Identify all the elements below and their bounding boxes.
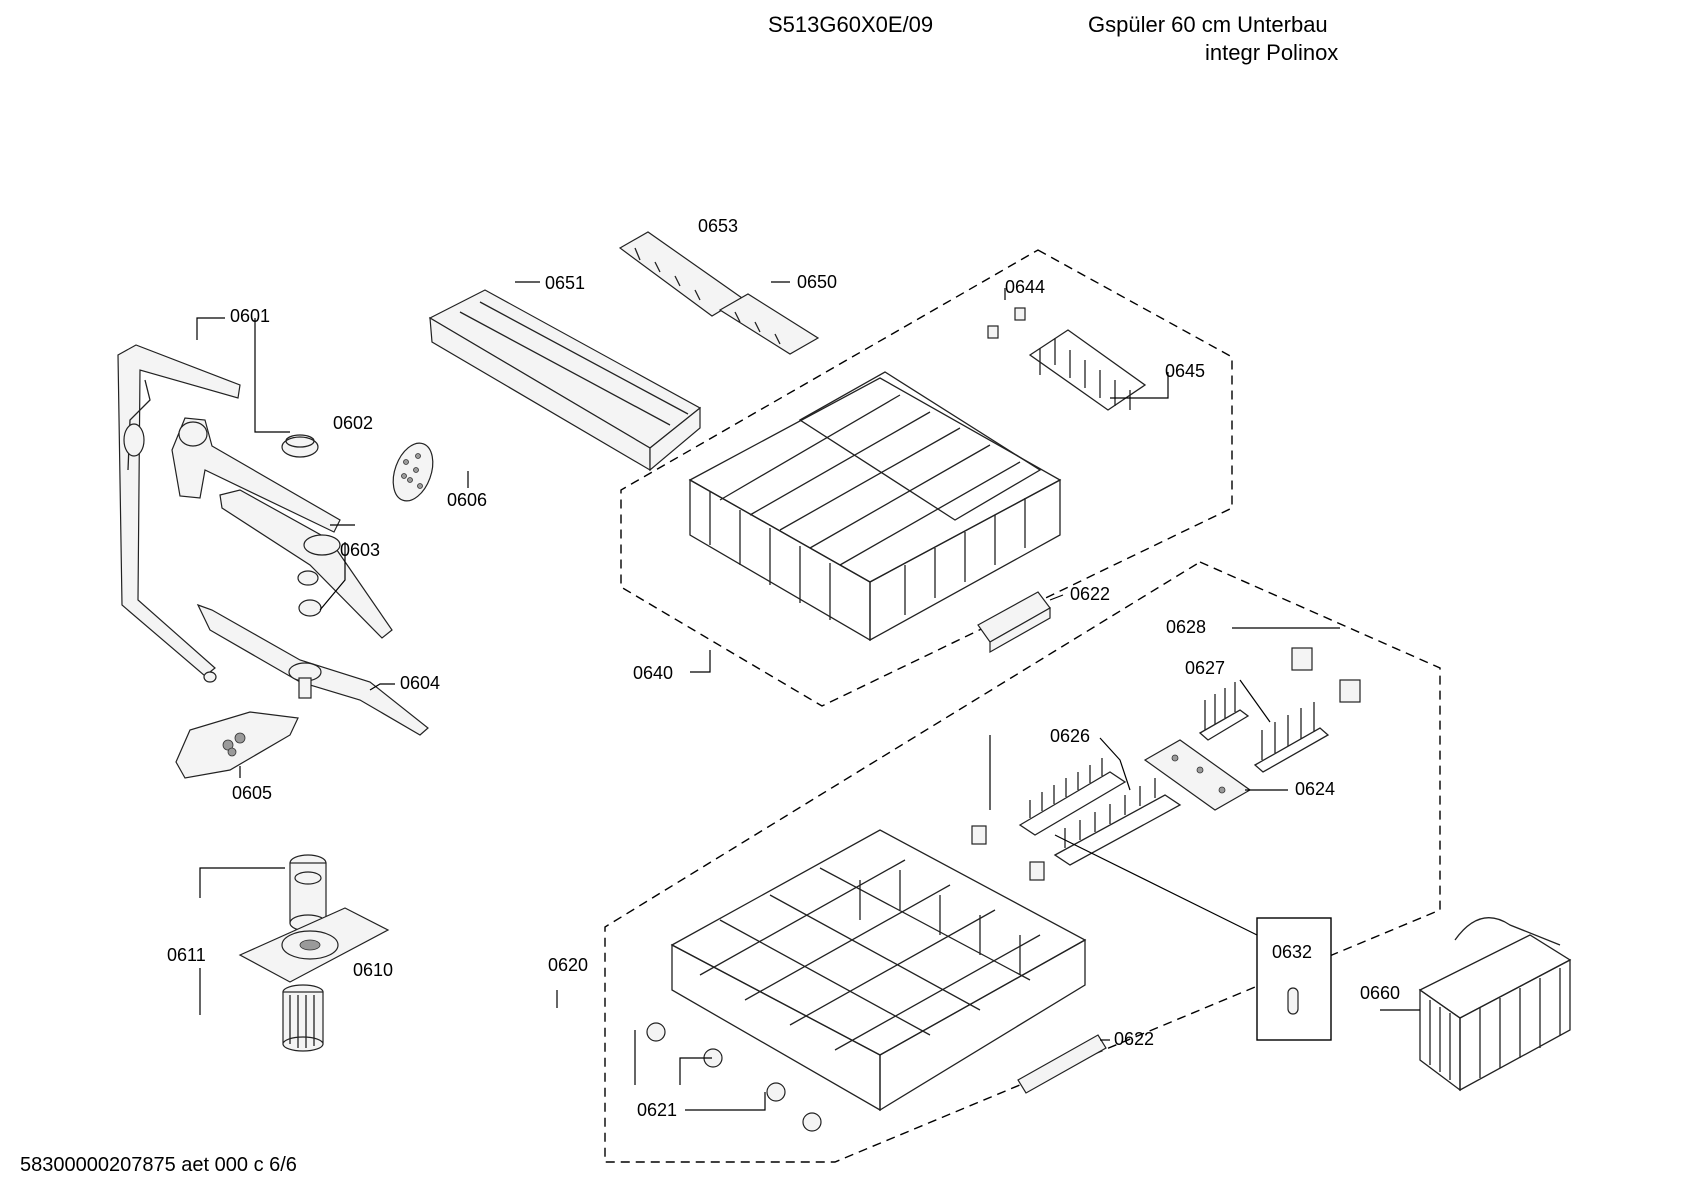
leader-0626	[1099, 737, 1131, 791]
filter-plate-0610	[238, 907, 390, 983]
leader-0627	[1239, 679, 1271, 723]
label-0644: 0644	[1005, 277, 1046, 297]
label-0610: 0610	[353, 960, 394, 980]
label-0601: 0601	[230, 306, 271, 326]
leader-0622-upper	[1049, 594, 1064, 601]
label-0626: 0626	[1050, 726, 1091, 746]
label-0624: 0624	[1295, 779, 1336, 799]
label-0602: 0602	[333, 413, 374, 433]
cup-rack-0645	[1028, 329, 1147, 411]
document-code: 58300000207875 aet 000 c 6/6	[20, 1154, 297, 1176]
label-0622-upper: 0622	[1070, 584, 1111, 604]
leader-0601b	[254, 318, 290, 433]
upper-spray-arm-0603	[219, 489, 393, 639]
nut-0602	[281, 434, 319, 458]
leader-0601	[196, 317, 225, 340]
handle-0622-upper	[977, 591, 1051, 654]
spray-arm-supply-pipe	[117, 344, 241, 683]
lower-basket-0620	[670, 829, 1087, 1112]
label-0651: 0651	[545, 273, 586, 293]
rack-insert-0650	[718, 293, 820, 355]
leader-0603	[319, 542, 346, 611]
upper-spray-arm-bracket	[171, 417, 341, 533]
lower-spray-arm-0604	[196, 603, 429, 736]
label-0620: 0620	[548, 955, 589, 975]
label-0645: 0645	[1165, 361, 1206, 381]
label-0611: 0611	[167, 945, 206, 965]
model-number: S513G60X0E/09	[768, 12, 934, 37]
label-0653: 0653	[698, 216, 739, 236]
cover-0605	[175, 711, 299, 779]
detail-box-0632	[1256, 917, 1332, 1041]
label-0650: 0650	[797, 272, 838, 292]
label-0621: 0621	[637, 1100, 678, 1120]
leader-0604	[369, 683, 395, 691]
label-0628: 0628	[1166, 617, 1207, 637]
leader-0621b	[679, 1057, 712, 1085]
description-line-1: Gspüler 60 cm Unterbau	[1088, 12, 1328, 37]
filter-disc-0606	[392, 442, 434, 502]
leader-0632	[1054, 834, 1258, 936]
clips-0625	[971, 825, 1045, 881]
cutlery-basket-0660	[1418, 917, 1572, 1092]
leader-0621c	[685, 1092, 766, 1111]
label-0603: 0603	[340, 540, 381, 560]
label-0627: 0627	[1185, 658, 1226, 678]
leader-0640	[690, 650, 711, 673]
handle-0622-lower	[1017, 1034, 1107, 1094]
upper-basket-group-outline	[620, 249, 1233, 707]
rail-clips-0644	[987, 307, 1026, 339]
label-0622-lower: 0622	[1114, 1029, 1155, 1049]
filter-cylinder-0611	[289, 854, 327, 932]
rack-insert-0653	[618, 231, 744, 317]
label-0606: 0606	[447, 490, 488, 510]
cutlery-drawer-0651	[428, 289, 702, 472]
description-line-2: integr Polinox	[1205, 40, 1339, 65]
folding-rack-0627	[1198, 682, 1330, 773]
label-0605: 0605	[232, 783, 273, 803]
holders-0628	[1291, 647, 1361, 703]
leader-0611	[199, 867, 285, 898]
leader-0645	[1110, 372, 1169, 399]
wheels-0621	[646, 1022, 822, 1132]
micro-filter	[282, 984, 324, 1052]
lower-basket-group-outline	[604, 561, 1441, 1163]
label-0660: 0660	[1360, 983, 1401, 1003]
upper-basket-0640	[688, 371, 1062, 642]
bracket-plate-0624	[1143, 739, 1252, 811]
label-0604: 0604	[400, 673, 441, 693]
plate-rack-0626	[1018, 758, 1182, 866]
label-0640: 0640	[633, 663, 674, 683]
label-0632: 0632	[1272, 942, 1313, 962]
detail-part-0632	[1287, 987, 1299, 1015]
